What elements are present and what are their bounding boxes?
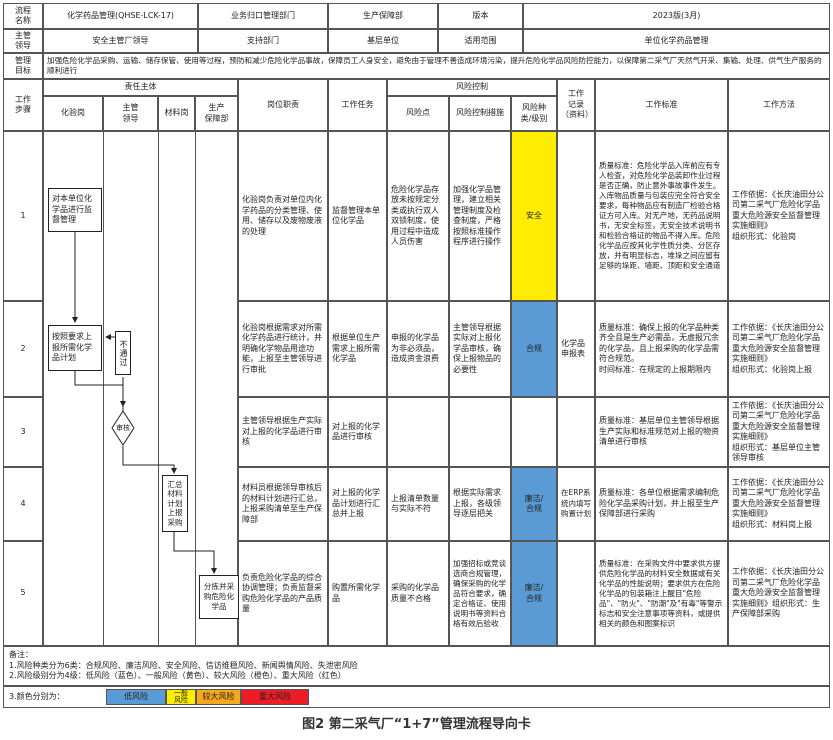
goal-label: 管理 目标	[3, 53, 43, 79]
risk-1: 危险化学品存放未按规定分类或执行双人双锁制度，使用过程中造成人员伤害	[387, 131, 449, 301]
col-task: 工作任务	[328, 79, 387, 131]
col-risk-control: 风险控制	[387, 79, 557, 96]
step-4: 4	[3, 467, 43, 541]
support: 基层单位	[328, 29, 438, 53]
col-duty: 岗位职责	[238, 79, 328, 131]
legend-row: 3.颜色分别为：	[3, 686, 830, 708]
col-risk-type: 风险种 类/级别	[511, 96, 557, 131]
notes-line-3: 3.颜色分别为：	[9, 691, 65, 701]
control-2: 主管领导根据实际对上报化学品审核，确保上报物品的必要性	[449, 301, 511, 397]
leader-label: 主管 领导	[3, 29, 43, 53]
process-name-label: 流程 名称	[3, 3, 43, 29]
step-5: 5	[3, 541, 43, 646]
col-subject: 责任主体	[43, 79, 238, 96]
risk-type-4: 廉洁/ 合规	[511, 467, 557, 541]
leader: 安全主管厂领导	[43, 29, 198, 53]
duty-5: 负责危险化学品的综合协调管理；负责监督采购危险化学品的产品质量	[238, 541, 328, 646]
flow-box-summary: 汇总材料计划上报采购	[162, 475, 188, 532]
risk-type-3	[511, 397, 557, 467]
method-2: 工作依据：《长庆油田分公司第二采气厂危险化学品重大危险源安全监督管理实施细则》 …	[728, 301, 830, 397]
method-3: 工作依据：《长庆油田分公司第二采气厂危险化学品重大危险源安全监督管理实施细则》 …	[728, 397, 830, 467]
risk-type-2: 合规	[511, 301, 557, 397]
notes-title: 备注：	[9, 650, 33, 659]
version-label: 版本	[438, 3, 523, 29]
record-3	[557, 397, 595, 467]
control-5: 加强招标或竞谈选商合规管理，确保采购的化学品符合要求，确定合格证、使用说明书等资…	[449, 541, 511, 646]
flow-box-report: 按照要求上报所需化学品计划	[48, 325, 102, 371]
risk-3	[387, 397, 449, 467]
standard-3: 质量标准：基层单位主管领导根据生产实际和标准规范对上报的物资清单进行审核	[595, 397, 728, 467]
task-1: 监督管理本单位化学品	[328, 131, 387, 301]
control-1: 加强化学品管理，建立相关管理制度及检查制度，严格按照标准操作程序进行操作	[449, 131, 511, 301]
step-3: 3	[3, 397, 43, 467]
process-name: 化学药品管理(QHSE-LCK-17)	[43, 3, 198, 29]
col-lane-lab: 化验岗	[43, 96, 103, 131]
lane-divider	[195, 131, 196, 646]
duty-3: 主管领导根据生产实际对上报的化学品进行审核	[238, 397, 328, 467]
risk-4: 上报清单数量与实际不符	[387, 467, 449, 541]
duty-4: 材料员根据领导审核后的材料计划进行汇总，上报采购清单至生产保障部	[238, 467, 328, 541]
duty-2: 化验岗根据需求对所需化学药品进行统计，并明确化学物品用途功能，上报至主管领导进行…	[238, 301, 328, 397]
lane-divider	[103, 131, 104, 646]
task-2: 根据单位生产需求上报所需化学品	[328, 301, 387, 397]
swimlane-area	[43, 131, 238, 646]
notes-line-1: 1.风险种类分为6类：合规风险、廉洁风险、安全风险、信访维稳风险、新闻舆情风险、…	[9, 660, 358, 670]
col-lane-production: 生产 保障部	[195, 96, 238, 131]
record-2: 化学品申报表	[557, 301, 595, 397]
method-5: 工作依据：《长庆油田分公司第二采气厂危险化学品重大危险源安全监督管理实施细则》组…	[728, 541, 830, 646]
lane-divider	[158, 131, 159, 646]
process-card: 流程 名称 化学药品管理(QHSE-LCK-17) 业务归口管理部门 生产保障部…	[3, 3, 830, 708]
task-4: 对上报的化学品计划进行汇总并上报	[328, 467, 387, 541]
risk-type-5: 廉洁/ 合规	[511, 541, 557, 646]
record-5	[557, 541, 595, 646]
scope: 单位化学药品管理	[523, 29, 830, 53]
record-1	[557, 131, 595, 301]
flow-review-label: 审核	[116, 424, 130, 432]
record-4: 在ERP系统内填写购置计划	[557, 467, 595, 541]
figure-caption: 图2 第二采气厂“1+7”管理流程导向卡	[302, 717, 531, 732]
standard-1: 质量标准：危险化学品入库前应有专人检查，对危险化学品装卸作业过程是否正确，防止意…	[595, 131, 728, 301]
notes-block: 备注： 1.风险种类分为6类：合规风险、廉洁风险、安全风险、信访维稳风险、新闻舆…	[3, 646, 830, 686]
version: 2023版(3月)	[523, 3, 830, 29]
method-4: 工作依据：《长庆油田分公司第二采气厂危险化学品重大危险源安全监督管理实施细则》 …	[728, 467, 830, 541]
col-standard: 工作标准	[595, 79, 728, 131]
step-1: 1	[3, 131, 43, 301]
legend-normal: 一般 风险	[166, 689, 196, 705]
col-risk-point: 风险点	[387, 96, 449, 131]
notes-line-2: 2.风险级别分为4级：低风险（蓝色）、一般风险（黄色）、较大风险（橙色）、重大风…	[9, 671, 346, 680]
dept-label: 业务归口管理部门	[198, 3, 328, 29]
task-5: 购置所需化学品	[328, 541, 387, 646]
flow-box-supervise: 对本单位化学品进行监督管理	[48, 188, 102, 232]
risk-5: 采购的化学品质量不合格	[387, 541, 449, 646]
dept: 生产保障部	[328, 3, 438, 29]
standard-4: 质量标准：各单位根据需求编制危险化学品采购计划，并上报至生产保障部进行采购	[595, 467, 728, 541]
task-3: 对上报的化学品进行审核	[328, 397, 387, 467]
legend-critical: 重大风险	[241, 689, 309, 705]
legend-major: 较大风险	[196, 689, 241, 705]
col-lane-leader: 主管 领导	[103, 96, 158, 131]
support-label: 支持部门	[198, 29, 328, 53]
legend-low: 低风险	[106, 689, 166, 705]
method-1: 工作依据：《长庆油田分公司第二采气厂危险化学品重大危险源安全监督管理实施细则》 …	[728, 131, 830, 301]
duty-1: 化验岗负责对单位内化学药品的分类管理、使用、储存以及废物废液的处理	[238, 131, 328, 301]
flow-reject-label: 不通过	[115, 331, 131, 375]
control-3	[449, 397, 511, 467]
col-method: 工作方法	[728, 79, 830, 131]
step-2: 2	[3, 301, 43, 397]
risk-2: 申报的化学品为非必须品，造成资金浪费	[387, 301, 449, 397]
control-4: 根据实际需求上报，各级领导逐层把关	[449, 467, 511, 541]
flow-box-purchase: 分拣并采购危险化学品	[199, 575, 239, 619]
col-step: 工作 步骤	[3, 79, 43, 131]
standard-2: 质量标准：确保上报的化学品种类齐全且是生产必需品，无虚报冗余的化学品，且上报采购…	[595, 301, 728, 397]
standard-5: 质量标准：在采购文件中要求供方提供危险化学品的材料安全数据或有关化学品的性能说明…	[595, 541, 728, 646]
scope-label: 适用范围	[438, 29, 523, 53]
col-record: 工作 记录 （资料）	[557, 79, 595, 131]
col-control: 风险控制措施	[449, 96, 511, 131]
goal: 加强危险化学品采购、运输、储存保管、使用等过程，预防和减少危险化学品事故，保障员…	[43, 53, 830, 79]
col-lane-material: 材料岗	[158, 96, 195, 131]
risk-type-1: 安全	[511, 131, 557, 301]
